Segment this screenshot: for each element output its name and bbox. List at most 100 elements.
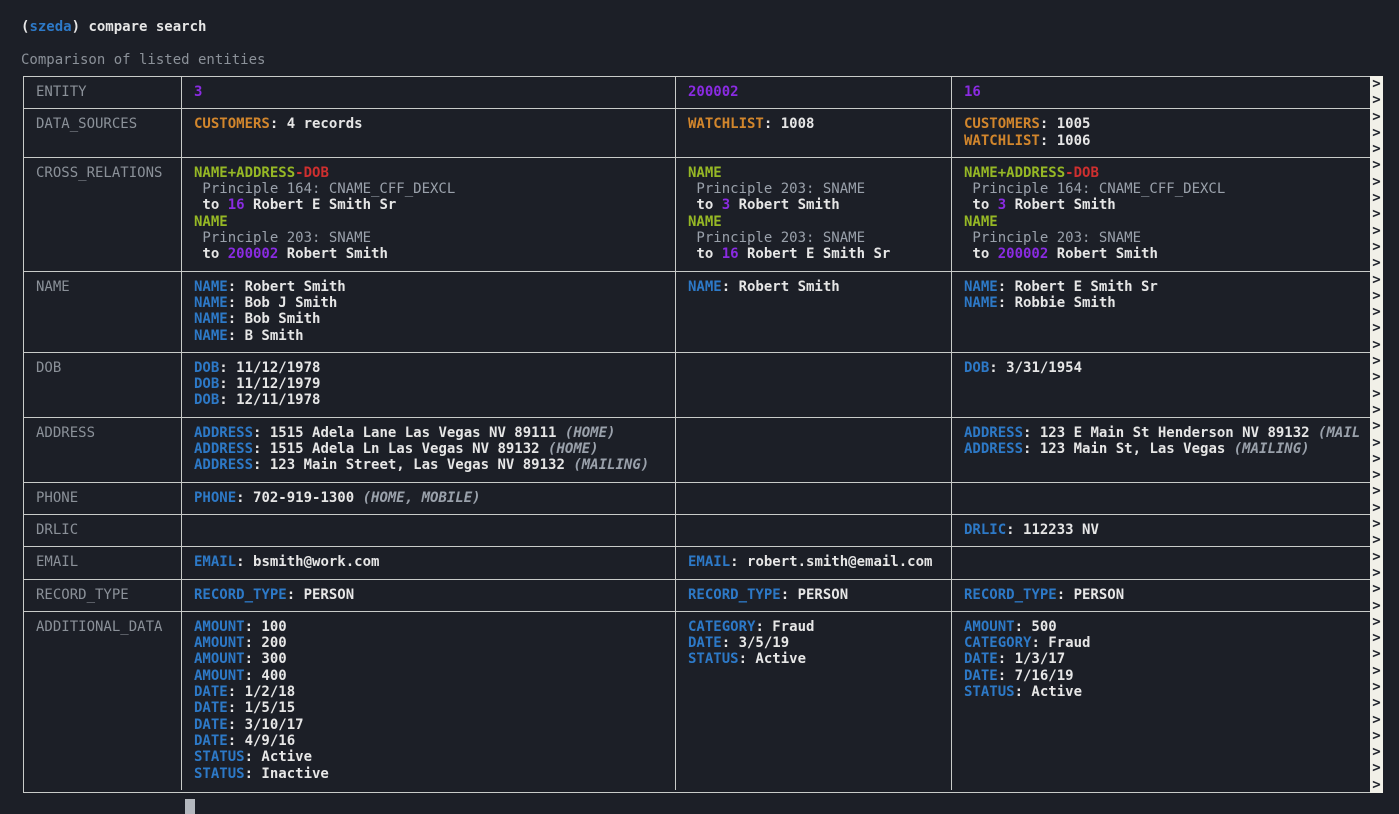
overflow-chevron-icon: >: [1372, 157, 1381, 174]
overflow-chevron-icon: >: [1372, 483, 1381, 500]
overflow-chevron-icon: >: [1372, 173, 1381, 190]
row-label: EMAIL: [36, 554, 79, 571]
table-cell: NAME+ADDRESS-DOB Principle 164: CNAME_CF…: [181, 157, 675, 271]
overflow-chevron-icon: >: [1372, 190, 1381, 207]
horizontal-overflow-indicator: >>>>>>>>>>>>>>>>>>>>>>>>>>>>>>>>>>>>>>>>…: [1370, 76, 1383, 794]
overflow-chevron-icon: >: [1372, 695, 1381, 712]
row-label: PHONE: [36, 489, 79, 506]
overflow-chevron-icon: >: [1372, 581, 1381, 598]
overflow-chevron-icon: >: [1372, 711, 1381, 728]
overflow-chevron-icon: >: [1372, 450, 1381, 467]
table-cell: DRLIC: 112233 NV: [951, 514, 1371, 547]
overflow-chevron-icon: >: [1372, 255, 1381, 272]
overflow-chevron-icon: >: [1372, 108, 1381, 125]
table-cell: ADDRESS: 1515 Adela Lane Las Vegas NV 89…: [181, 417, 675, 482]
table-cell: [675, 417, 951, 482]
row-label: DRLIC: [36, 521, 79, 538]
table-cell: [951, 482, 1371, 514]
overflow-chevron-icon: >: [1372, 271, 1381, 288]
overflow-chevron-icon: >: [1372, 646, 1381, 663]
table-cell: WATCHLIST: 1008: [675, 109, 951, 157]
prompt-command: ) compare search: [71, 19, 207, 35]
table-cell: 3: [181, 77, 675, 109]
table-cell: [675, 482, 951, 514]
overflow-chevron-icon: >: [1372, 287, 1381, 304]
row-label: ADDRESS: [36, 424, 96, 441]
table-cell: [951, 547, 1371, 579]
overflow-chevron-icon: >: [1372, 678, 1381, 695]
overflow-chevron-icon: >: [1372, 532, 1381, 549]
table-cell: CUSTOMERS: 4 records: [181, 109, 675, 157]
overflow-chevron-icon: >: [1372, 304, 1381, 321]
overflow-chevron-icon: >: [1372, 630, 1381, 647]
table-cell: RECORD_TYPE: PERSON: [181, 579, 675, 611]
overflow-chevron-icon: >: [1372, 434, 1381, 451]
prompt-paren-open: (: [21, 19, 30, 35]
table-cell: 16: [951, 77, 1371, 109]
row-label: RECORD_TYPE: [36, 586, 129, 603]
terminal-cursor[interactable]: [185, 799, 195, 814]
table-cell: 200002: [675, 77, 951, 109]
overflow-chevron-icon: >: [1372, 76, 1381, 92]
table-cell: EMAIL: robert.smith@email.com: [675, 547, 951, 579]
overflow-chevron-icon: >: [1372, 467, 1381, 484]
table-row: DRLIC DRLIC: 112233 NV: [24, 513, 1371, 547]
overflow-chevron-icon: >: [1372, 662, 1381, 679]
table-cell: PHONE: 702-919-1300 (HOME, MOBILE): [181, 482, 675, 514]
table-cell: DOB: 3/31/1954: [951, 352, 1371, 417]
overflow-chevron-icon: >: [1372, 92, 1381, 109]
overflow-chevron-icon: >: [1372, 141, 1381, 158]
overflow-chevron-icon: >: [1372, 369, 1381, 386]
overflow-chevron-icon: >: [1372, 760, 1381, 777]
overflow-chevron-icon: >: [1372, 499, 1381, 516]
overflow-chevron-icon: >: [1372, 385, 1381, 402]
overflow-chevron-icon: >: [1372, 744, 1381, 761]
table-cell: NAME: Robert Smith: [675, 271, 951, 352]
row-label: ENTITY: [36, 84, 87, 100]
table-row: CROSS_RELATIONS NAME+ADDRESS-DOB Principl…: [24, 156, 1370, 271]
table-cell: [181, 514, 675, 547]
row-label: CROSS_RELATIONS: [36, 164, 163, 181]
table-cell: NAME Principle 203: SNAME to 3 Robert Sm…: [675, 157, 951, 271]
overflow-chevron-icon: >: [1372, 222, 1381, 239]
table-cell: EMAIL: bsmith@work.com: [181, 547, 675, 579]
table-cell: RECORD_TYPE: PERSON: [675, 579, 951, 611]
terminal-prompt: (szeda) compare search: [21, 19, 206, 35]
overflow-chevron-icon: >: [1372, 353, 1381, 370]
table-cell: RECORD_TYPE: PERSON: [951, 579, 1371, 611]
row-label: NAME: [36, 278, 70, 295]
table-cell: [675, 514, 951, 547]
table-row: ADDRESS ADDRESS: 1515 Adela Lane Las Vega…: [24, 416, 1371, 482]
table-cell: ADDRESS: 123 E Main St Henderson NV 8913…: [951, 417, 1371, 482]
overflow-chevron-icon: >: [1372, 401, 1381, 418]
overflow-chevron-icon: >: [1372, 613, 1381, 630]
row-label: DOB: [36, 359, 62, 376]
overflow-chevron-icon: >: [1372, 238, 1381, 255]
overflow-chevron-icon: >: [1372, 597, 1381, 614]
overflow-chevron-icon: >: [1372, 320, 1381, 337]
prompt-app-name: szeda: [29, 19, 72, 35]
overflow-chevron-icon: >: [1372, 548, 1381, 565]
row-label: ADDITIONAL_DATA: [36, 618, 163, 635]
table-cell: [675, 352, 951, 417]
overflow-chevron-icon: >: [1372, 418, 1381, 435]
overflow-chevron-icon: >: [1372, 336, 1381, 353]
overflow-chevron-icon: >: [1372, 516, 1381, 533]
overflow-chevron-icon: >: [1372, 124, 1381, 141]
overflow-chevron-icon: >: [1372, 776, 1381, 793]
overflow-chevron-icon: >: [1372, 727, 1381, 744]
overflow-chevron-icon: >: [1372, 564, 1381, 581]
